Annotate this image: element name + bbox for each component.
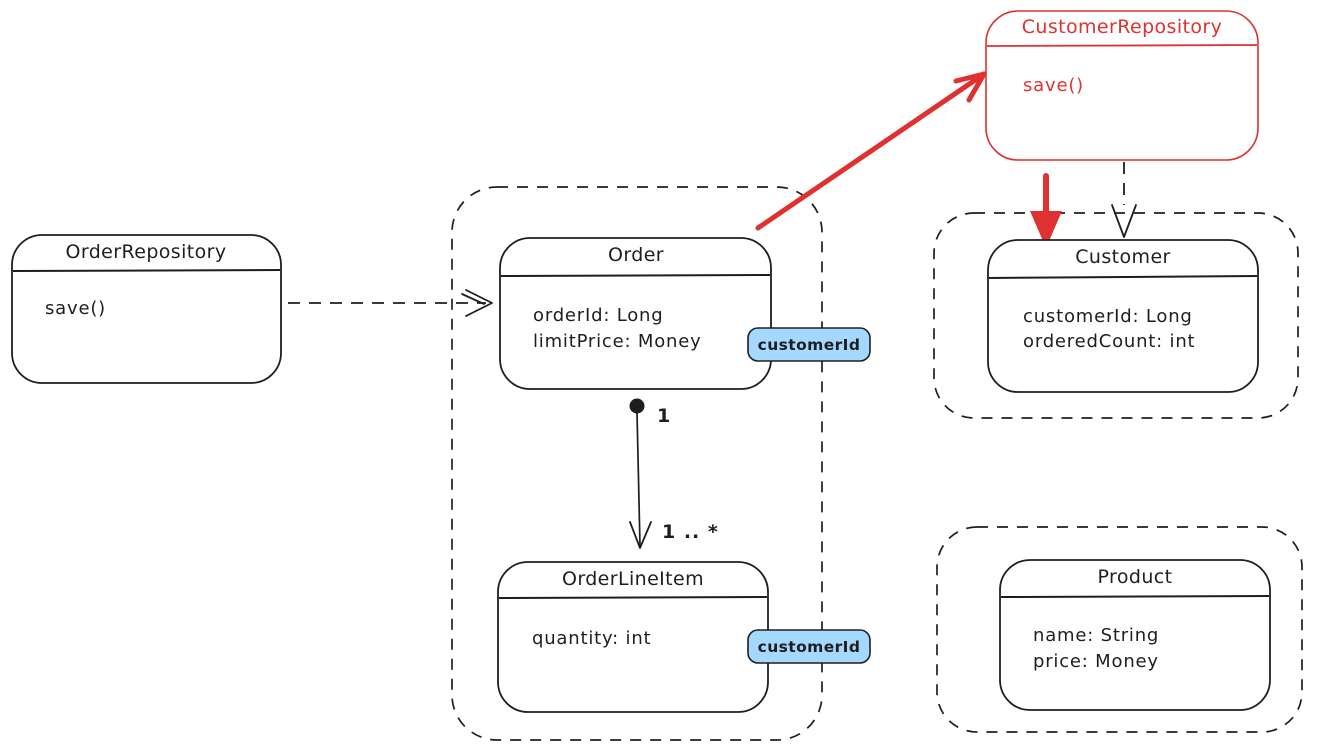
class-order: Order orderId: Long limitPrice: Money cu… bbox=[499, 237, 871, 390]
composition-arrow-order-to-orderlineitem: 1 1 .. * bbox=[629, 398, 719, 549]
composition-dot bbox=[629, 398, 645, 414]
class-method: save() bbox=[45, 298, 106, 319]
class-product: Product name: String price: Money bbox=[999, 559, 1271, 711]
badge-label: customerId bbox=[758, 638, 861, 656]
red-arrow-order-to-customerrepository bbox=[755, 71, 987, 231]
red-arrow-customerrepository-to-customer bbox=[1030, 173, 1062, 248]
customer-aggregate-boundary bbox=[933, 212, 1299, 419]
class-title: Product bbox=[1098, 566, 1173, 588]
multiplicity-target-label: 1 .. * bbox=[662, 521, 719, 543]
dashed-arrow-customerrepository-to-customer bbox=[1111, 162, 1137, 238]
class-title: Customer bbox=[1075, 246, 1171, 268]
badge-label: customerId bbox=[758, 336, 861, 354]
class-order-line-item: OrderLineItem quantity: int customerId bbox=[497, 561, 871, 713]
product-aggregate-boundary bbox=[936, 526, 1303, 733]
customer-id-badge: customerId bbox=[747, 327, 871, 362]
class-attribute: quantity: int bbox=[532, 628, 651, 649]
class-attribute: orderId: Long bbox=[533, 305, 663, 326]
class-attribute: name: String bbox=[1033, 625, 1159, 646]
class-attribute: limitPrice: Money bbox=[533, 331, 702, 352]
class-customer-repository: CustomerRepository save() bbox=[985, 10, 1259, 161]
class-attribute: orderedCount: int bbox=[1023, 331, 1195, 352]
class-method: save() bbox=[1023, 75, 1084, 96]
class-order-repository: OrderRepository save() bbox=[11, 234, 282, 384]
dependency-arrow-orderrepository-to-order bbox=[288, 289, 493, 317]
customer-id-badge: customerId bbox=[747, 629, 871, 664]
class-title: OrderLineItem bbox=[562, 568, 704, 590]
class-attribute: customerId: Long bbox=[1023, 306, 1193, 327]
order-aggregate-boundary bbox=[451, 186, 823, 741]
class-title: Order bbox=[608, 244, 664, 266]
class-customer: Customer customerId: Long orderedCount: … bbox=[987, 239, 1259, 393]
class-title: OrderRepository bbox=[65, 241, 226, 263]
multiplicity-source-label: 1 bbox=[657, 405, 671, 427]
class-title: CustomerRepository bbox=[1022, 16, 1223, 38]
class-attribute: price: Money bbox=[1033, 651, 1159, 672]
